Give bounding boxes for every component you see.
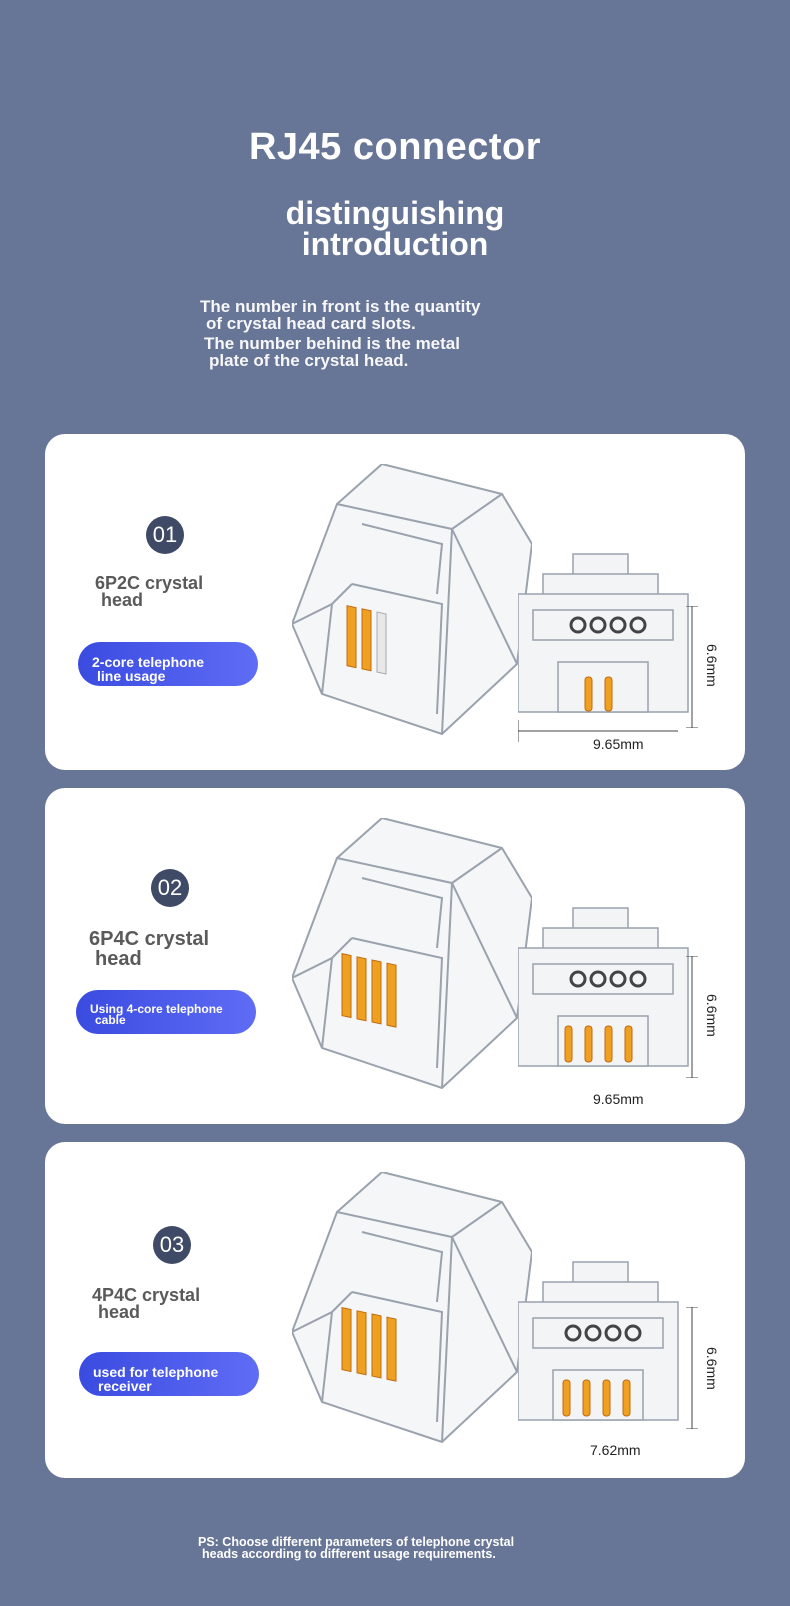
connector-name-line-2: head: [98, 1302, 141, 1322]
card-number-badge: 03: [153, 1226, 191, 1264]
connector-isometric-image: [292, 1172, 532, 1444]
connector-isometric-image: [292, 464, 532, 736]
width-dimension-label: 9.65mm: [593, 1091, 644, 1107]
connector-front-view-image: [518, 1261, 679, 1421]
usage-line-1: used for telephone: [93, 1364, 219, 1380]
intro-line-3: The number behind is the metal: [204, 334, 460, 353]
height-dimension-line: [686, 1307, 698, 1429]
connector-name-line-2: head: [95, 948, 142, 970]
usage-line-2: line usage: [97, 668, 166, 684]
usage-line-2: cable: [95, 1013, 126, 1027]
usage-line-2: receiver: [98, 1378, 152, 1394]
usage-pill: used for telephone receiver: [79, 1352, 259, 1396]
subtitle-line-2: introduction: [301, 226, 489, 262]
usage-pill: Using 4-core telephone cable: [76, 990, 256, 1034]
intro-line-4: plate of the crystal head.: [209, 351, 409, 370]
usage-pill: 2-core telephone line usage: [78, 642, 258, 686]
page-title: RJ45 connector: [248, 126, 542, 168]
connector-card-6p4c: 02 6P4C crystal head Using 4-core teleph…: [45, 788, 745, 1124]
connector-isometric-image: [292, 818, 532, 1090]
card-number-badge: 01: [146, 516, 184, 554]
usage-line-1: 2-core telephone: [92, 654, 205, 670]
connector-name: 6P2C crystal head: [95, 573, 204, 610]
height-dimension-label: 6.6mm: [704, 644, 720, 687]
width-dimension-label: 7.62mm: [590, 1442, 641, 1458]
intro-line-1: The number in front is the quantity: [200, 297, 481, 316]
page-subtitle: distinguishing introduction: [0, 195, 790, 262]
connector-name-line-1: 4P4C crystal: [92, 1285, 201, 1305]
width-dimension-label: 9.65mm: [593, 736, 644, 752]
height-dimension-line: [686, 956, 698, 1078]
card-number-badge: 02: [151, 869, 189, 907]
connector-front-view-image: [518, 553, 689, 713]
footer-note: PS: Choose different parameters of telep…: [198, 1535, 618, 1561]
connector-name: 4P4C crystal head: [92, 1285, 201, 1322]
height-dimension-label: 6.6mm: [704, 994, 720, 1037]
intro-line-2: of crystal head card slots.: [206, 314, 416, 333]
connector-name-line-1: 6P2C crystal: [95, 573, 204, 593]
footer-note-line-1: PS: Choose different parameters of telep…: [198, 1535, 515, 1549]
intro-text: The number in front is the quantity of c…: [200, 298, 620, 369]
footer-note-line-2: heads according to different usage requi…: [202, 1547, 496, 1561]
subtitle-line-1: distinguishing: [285, 195, 505, 231]
connector-name: 6P4C crystal head: [89, 929, 209, 969]
connector-name-line-1: 6P4C crystal: [89, 928, 210, 950]
connector-card-4p4c: 03 4P4C crystal head used for telephone …: [45, 1142, 745, 1478]
usage-line-1: Using 4-core telephone: [90, 1002, 223, 1016]
connector-name-line-2: head: [101, 590, 144, 610]
height-dimension-line: [686, 606, 698, 728]
connector-front-view-image: [518, 907, 689, 1067]
height-dimension-label: 6.6mm: [704, 1347, 720, 1390]
connector-card-6p2c: 01 6P2C crystal head 2-core telephone li…: [45, 434, 745, 770]
width-dimension-line: [518, 720, 678, 742]
